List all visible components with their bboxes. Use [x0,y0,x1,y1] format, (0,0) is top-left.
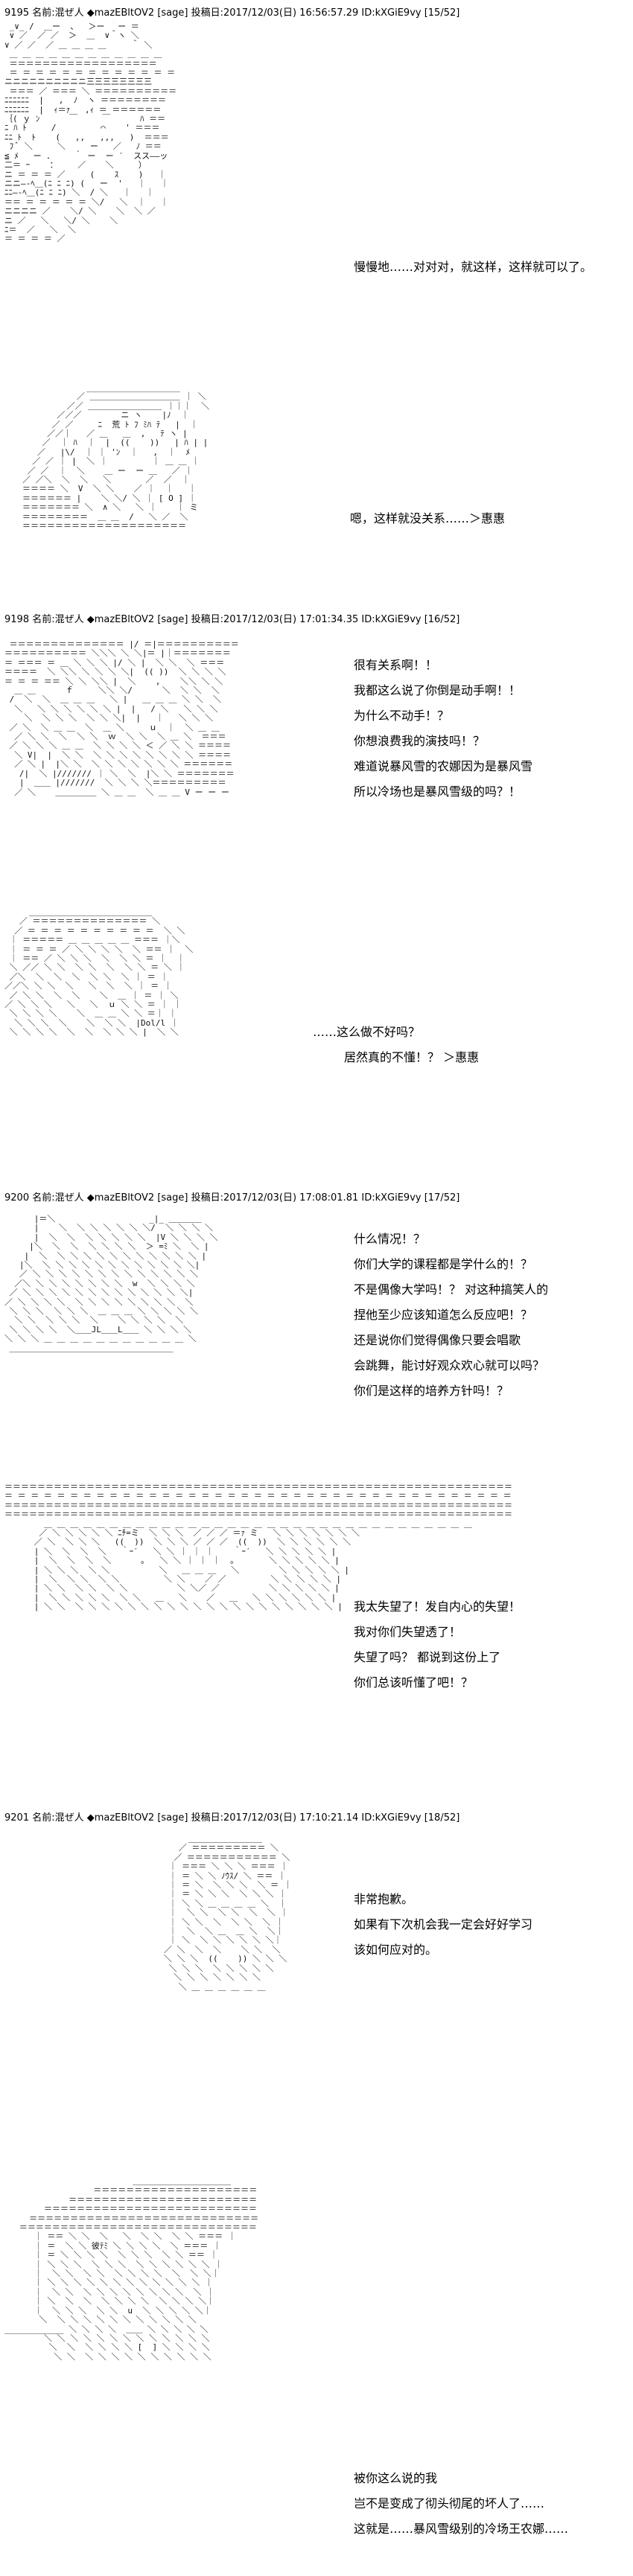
ascii-art-panel: ＿＿＿＿＿＿＿＿＿ ／ ＝＝＝＝＝＝＝＝＝ ＼ ／ ＝＝＝＝＝＝＝＝＝＝＝ ＼ … [163,1835,292,1992]
dialog-7: 非常抱歉。 如果有下次机会我一定会好好学习 该如何应对的。 [354,1887,532,1963]
dialog-line: 很有关系啊！！ [354,658,438,672]
dialog-line: 会跳舞，能讨好观众欢心就可以吗？ [354,1358,545,1372]
dialog-1: 慢慢地……对对对，就这样，这样就可以了。 [354,255,592,280]
dialog-line: 难道说暴风雪的农娜因为是暴风雪 [354,759,533,773]
dialog-line: 什么情况！？ [354,1232,426,1246]
ascii-art-panel: ＿＿＿＿＿＿＿＿＿＿＿＿＿＿＿ ／ ＝＝＝＝＝＝＝＝＝＝＝＝＝＝ ＼ ／ ＝ ＝… [4,908,194,1038]
dialog-line: 为什么不动手！？ [354,709,450,723]
dialog-4: ……这么做不好吗？ 居然真的不懂！？ ＞惠惠 [313,1020,479,1070]
dialog-3: 很有关系啊！！ 我都这么说了你倒是动手啊！！ 为什么不动手！？ 你想浪费我的演技… [354,653,532,805]
dialog-line: ……这么做不好吗？ [313,1025,421,1039]
dialog-line: 所以冷场也是暴风雪级的吗？！ [354,784,521,799]
post-header: 9200 名前:混ぜ人 ◆mazEBltOV2 [sage] 投稿日:2017/… [4,1192,460,1204]
ascii-art-panel: _∨_ / ＿ー 、 ＞ー ＾ー ＝ ∨ ／ ／ ／ ＞ ＿ ∨＾ヽ ＼ ∨ ／… [4,22,177,244]
ascii-art-panel: |＝＼ _|_ ＿＿＿＿ | ＼ ＼ ＼ ＼ ＼ ＼ ＼/ ＼ ＼ ＼ ＼ | … [4,1215,218,1353]
dialog-8: 被你这么说的我 岂不是变成了彻头彻尾的坏人了…… 这就是……暴风雪级别的冷场王农… [354,2466,568,2542]
post-header: 9198 名前:混ぜ人 ◆mazEBltOV2 [sage] 投稿日:2017/… [4,614,460,625]
dialog-line: 我对你们失望透了！ [354,1625,462,1639]
dialog-2: 嗯，这样就没关系……＞惠惠 [350,506,505,531]
dialog-line: 不是偶像大学吗！？ 对这种搞笑人的 [354,1282,549,1297]
ascii-art-panel: ＝＝＝＝＝＝＝＝＝＝＝＝＝＝＝＝＝＝＝＝＝＝＝＝＝＝＝＝＝＝＝＝＝＝＝＝＝＝＝＝… [4,1483,512,1612]
dialog-line: 如果有下次机会我一定会好好学习 [354,1917,533,1931]
dialog-line: 捏他至少应该知道怎么反应吧！？ [354,1308,533,1322]
dialog-line: 这就是……暴风雪级别的冷场王农娜…… [354,2522,569,2536]
dialog-line: 非常抱歉。 [354,1892,414,1906]
dialog-line: 被你这么说的我 [354,2471,438,2485]
ascii-art-panel: ＿＿＿＿＿＿＿＿＿＿＿＿ ＝＝＝＝＝＝＝＝＝＝＝＝＝＝＝＝＝＝＝＝ ＝＝＝＝＝＝… [4,2177,259,2362]
ascii-art-panel: ___________________ ／ ＿＿＿＿＿＿＿＿＿＿＿ ｜ ＼ ／／… [22,383,210,531]
post-header: 9201 名前:混ぜ人 ◆mazEBltOV2 [sage] 投稿日:2017/… [4,1812,460,1824]
dialog-line: 居然真的不懂！？ ＞惠惠 [344,1050,480,1064]
dialog-line: 岂不是变成了彻头彻尾的坏人了…… [354,2496,545,2511]
dialog-5: 什么情况！？ 你们大学的课程都是学什么的！？ 不是偶像大学吗！？ 对这种搞笑人的… [354,1227,548,1404]
dialog-line: 失望了吗？ 都说到这份上了 [354,1650,501,1664]
dialog-line: 该如何应对的。 [354,1943,438,1957]
dialog-line: 嗯，这样就没关系……＞惠惠 [350,511,506,525]
dialog-line: 你们总该听懂了吧！？ [354,1675,474,1690]
dialog-line: 你想浪费我的演技吗！？ [354,734,486,748]
post-header: 9195 名前:混ぜ人 ◆mazEBltOV2 [sage] 投稿日:2017/… [4,7,460,19]
dialog-line: 还是说你们觉得偶像只要会唱歌 [354,1333,521,1347]
dialog-line: 你们是这样的培养方针吗！？ [354,1384,509,1398]
dialog-line: 慢慢地……对对对，就这样，这样就可以了。 [354,260,593,274]
dialog-line: 你们大学的课程都是学什么的！？ [354,1257,533,1271]
ascii-art-panel: ＝＝＝＝＝＝＝＝＝＝＝＝＝＝ |/ ＝|＝＝＝＝＝＝＝＝＝＝ ＝＝＝＝＝＝＝＝＝… [4,640,239,797]
dialog-6: 我太失望了！发自内心的失望！ 我对你们失望透了！ 失望了吗？ 都说到这份上了 你… [354,1594,521,1696]
dialog-line: 我太失望了！发自内心的失望！ [354,1599,521,1614]
dialog-line: 我都这么说了你倒是动手啊！！ [354,683,521,697]
